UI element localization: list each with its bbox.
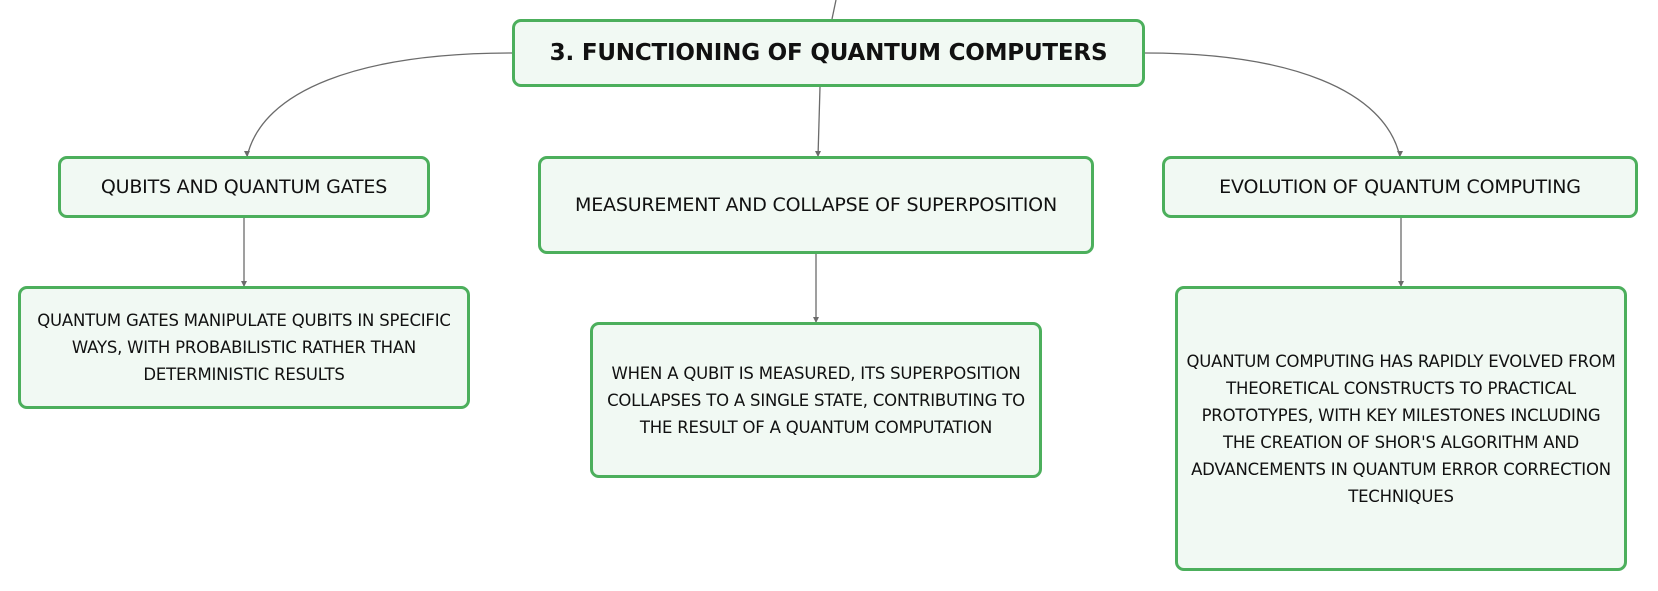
detail-node-measurement[interactable]: WHEN A QUBIT IS MEASURED, ITS SUPERPOSIT… <box>590 322 1042 478</box>
detail-node-text: QUANTUM COMPUTING HAS RAPIDLY EVOLVED FR… <box>1186 351 1616 506</box>
arrowhead-evolution <box>1397 151 1403 157</box>
branch-node-measurement[interactable]: MEASUREMENT AND COLLAPSE OF SUPERPOSITIO… <box>538 156 1094 254</box>
detail-node-text: QUANTUM GATES MANIPULATE QUBITS IN SPECI… <box>37 311 451 384</box>
detail-node-qubits-and-gates[interactable]: QUANTUM GATES MANIPULATE QUBITS IN SPECI… <box>18 286 470 409</box>
connector-root-to-measurement <box>817 86 821 158</box>
arrowhead-measurement-detail <box>813 317 819 323</box>
arrowhead-measurement <box>815 151 821 157</box>
arrowhead-qubits <box>244 151 250 157</box>
branch-node-evolution[interactable]: EVOLUTION OF QUANTUM COMPUTING <box>1162 156 1638 218</box>
root-node[interactable]: 3. FUNCTIONING OF QUANTUM COMPUTERS <box>512 19 1145 87</box>
connector-root-to-evolution <box>1144 52 1401 158</box>
branch-node-label: MEASUREMENT AND COLLAPSE OF SUPERPOSITIO… <box>575 194 1057 216</box>
branch-node-qubits-and-gates[interactable]: QUBITS AND QUANTUM GATES <box>58 156 430 218</box>
arrowhead-evolution-detail <box>1398 281 1404 287</box>
connector-parent-to-root <box>831 0 837 20</box>
branch-node-label: EVOLUTION OF QUANTUM COMPUTING <box>1219 176 1581 198</box>
connector-root-to-qubits <box>246 52 513 158</box>
root-node-label: 3. FUNCTIONING OF QUANTUM COMPUTERS <box>549 40 1108 66</box>
branch-node-label: QUBITS AND QUANTUM GATES <box>100 176 388 198</box>
detail-node-evolution[interactable]: QUANTUM COMPUTING HAS RAPIDLY EVOLVED FR… <box>1175 286 1627 571</box>
detail-node-text: WHEN A QUBIT IS MEASURED, ITS SUPERPOSIT… <box>607 363 1025 437</box>
arrowhead-qubits-detail <box>241 281 247 287</box>
